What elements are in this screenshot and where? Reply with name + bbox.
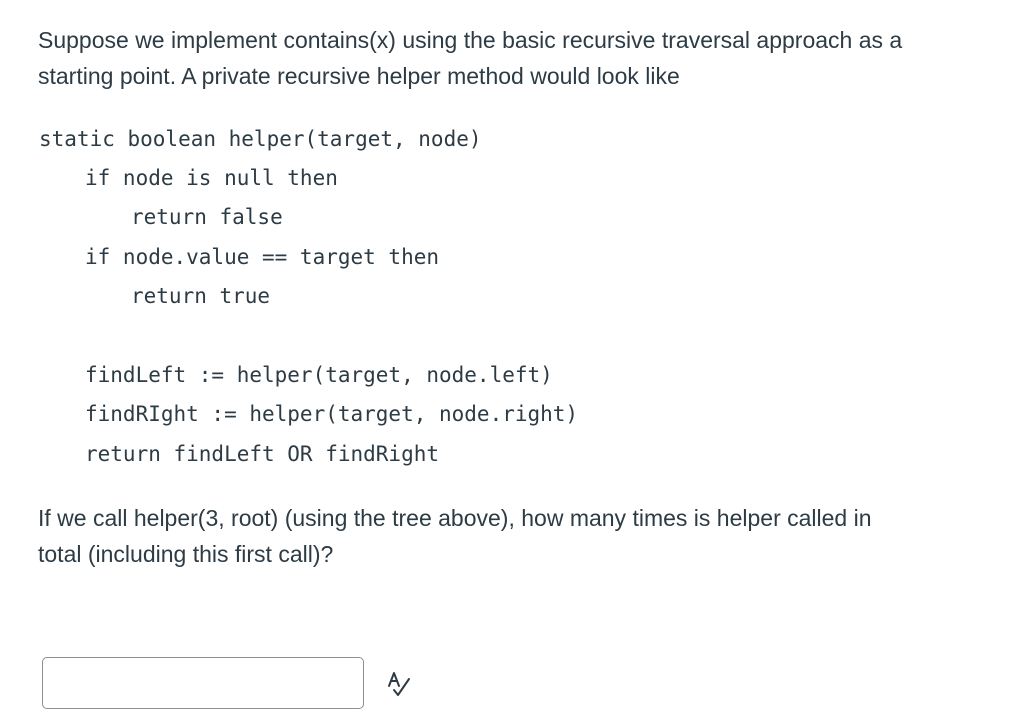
code-line-return-or: return findLeft OR findRight	[85, 442, 440, 466]
intro-line-2: starting point. A private recursive help…	[38, 63, 680, 89]
code-line-signature: static boolean helper(target, node)	[39, 127, 482, 151]
intro-line-1: Suppose we implement contains(x) using t…	[38, 27, 903, 53]
answer-input[interactable]	[42, 657, 364, 709]
spellcheck-icon[interactable]	[385, 670, 413, 698]
question-line-1: If we call helper(3, root) (using the tr…	[38, 505, 872, 531]
code-line-null-check: if node is null then	[85, 166, 338, 190]
code-line-value-check: if node.value == target then	[85, 245, 440, 269]
code-block: static boolean helper(target, node) if n…	[39, 120, 578, 466]
intro-text: Suppose we implement contains(x) using t…	[38, 22, 998, 94]
code-line-find-right: findRIght := helper(target, node.right)	[85, 402, 579, 426]
question-text: If we call helper(3, root) (using the tr…	[38, 500, 998, 572]
question-line-2: total (including this first call)?	[38, 541, 334, 567]
code-line-return-true: return true	[131, 284, 271, 308]
code-line-return-false: return false	[131, 205, 283, 229]
code-line-find-left: findLeft := helper(target, node.left)	[85, 363, 553, 387]
